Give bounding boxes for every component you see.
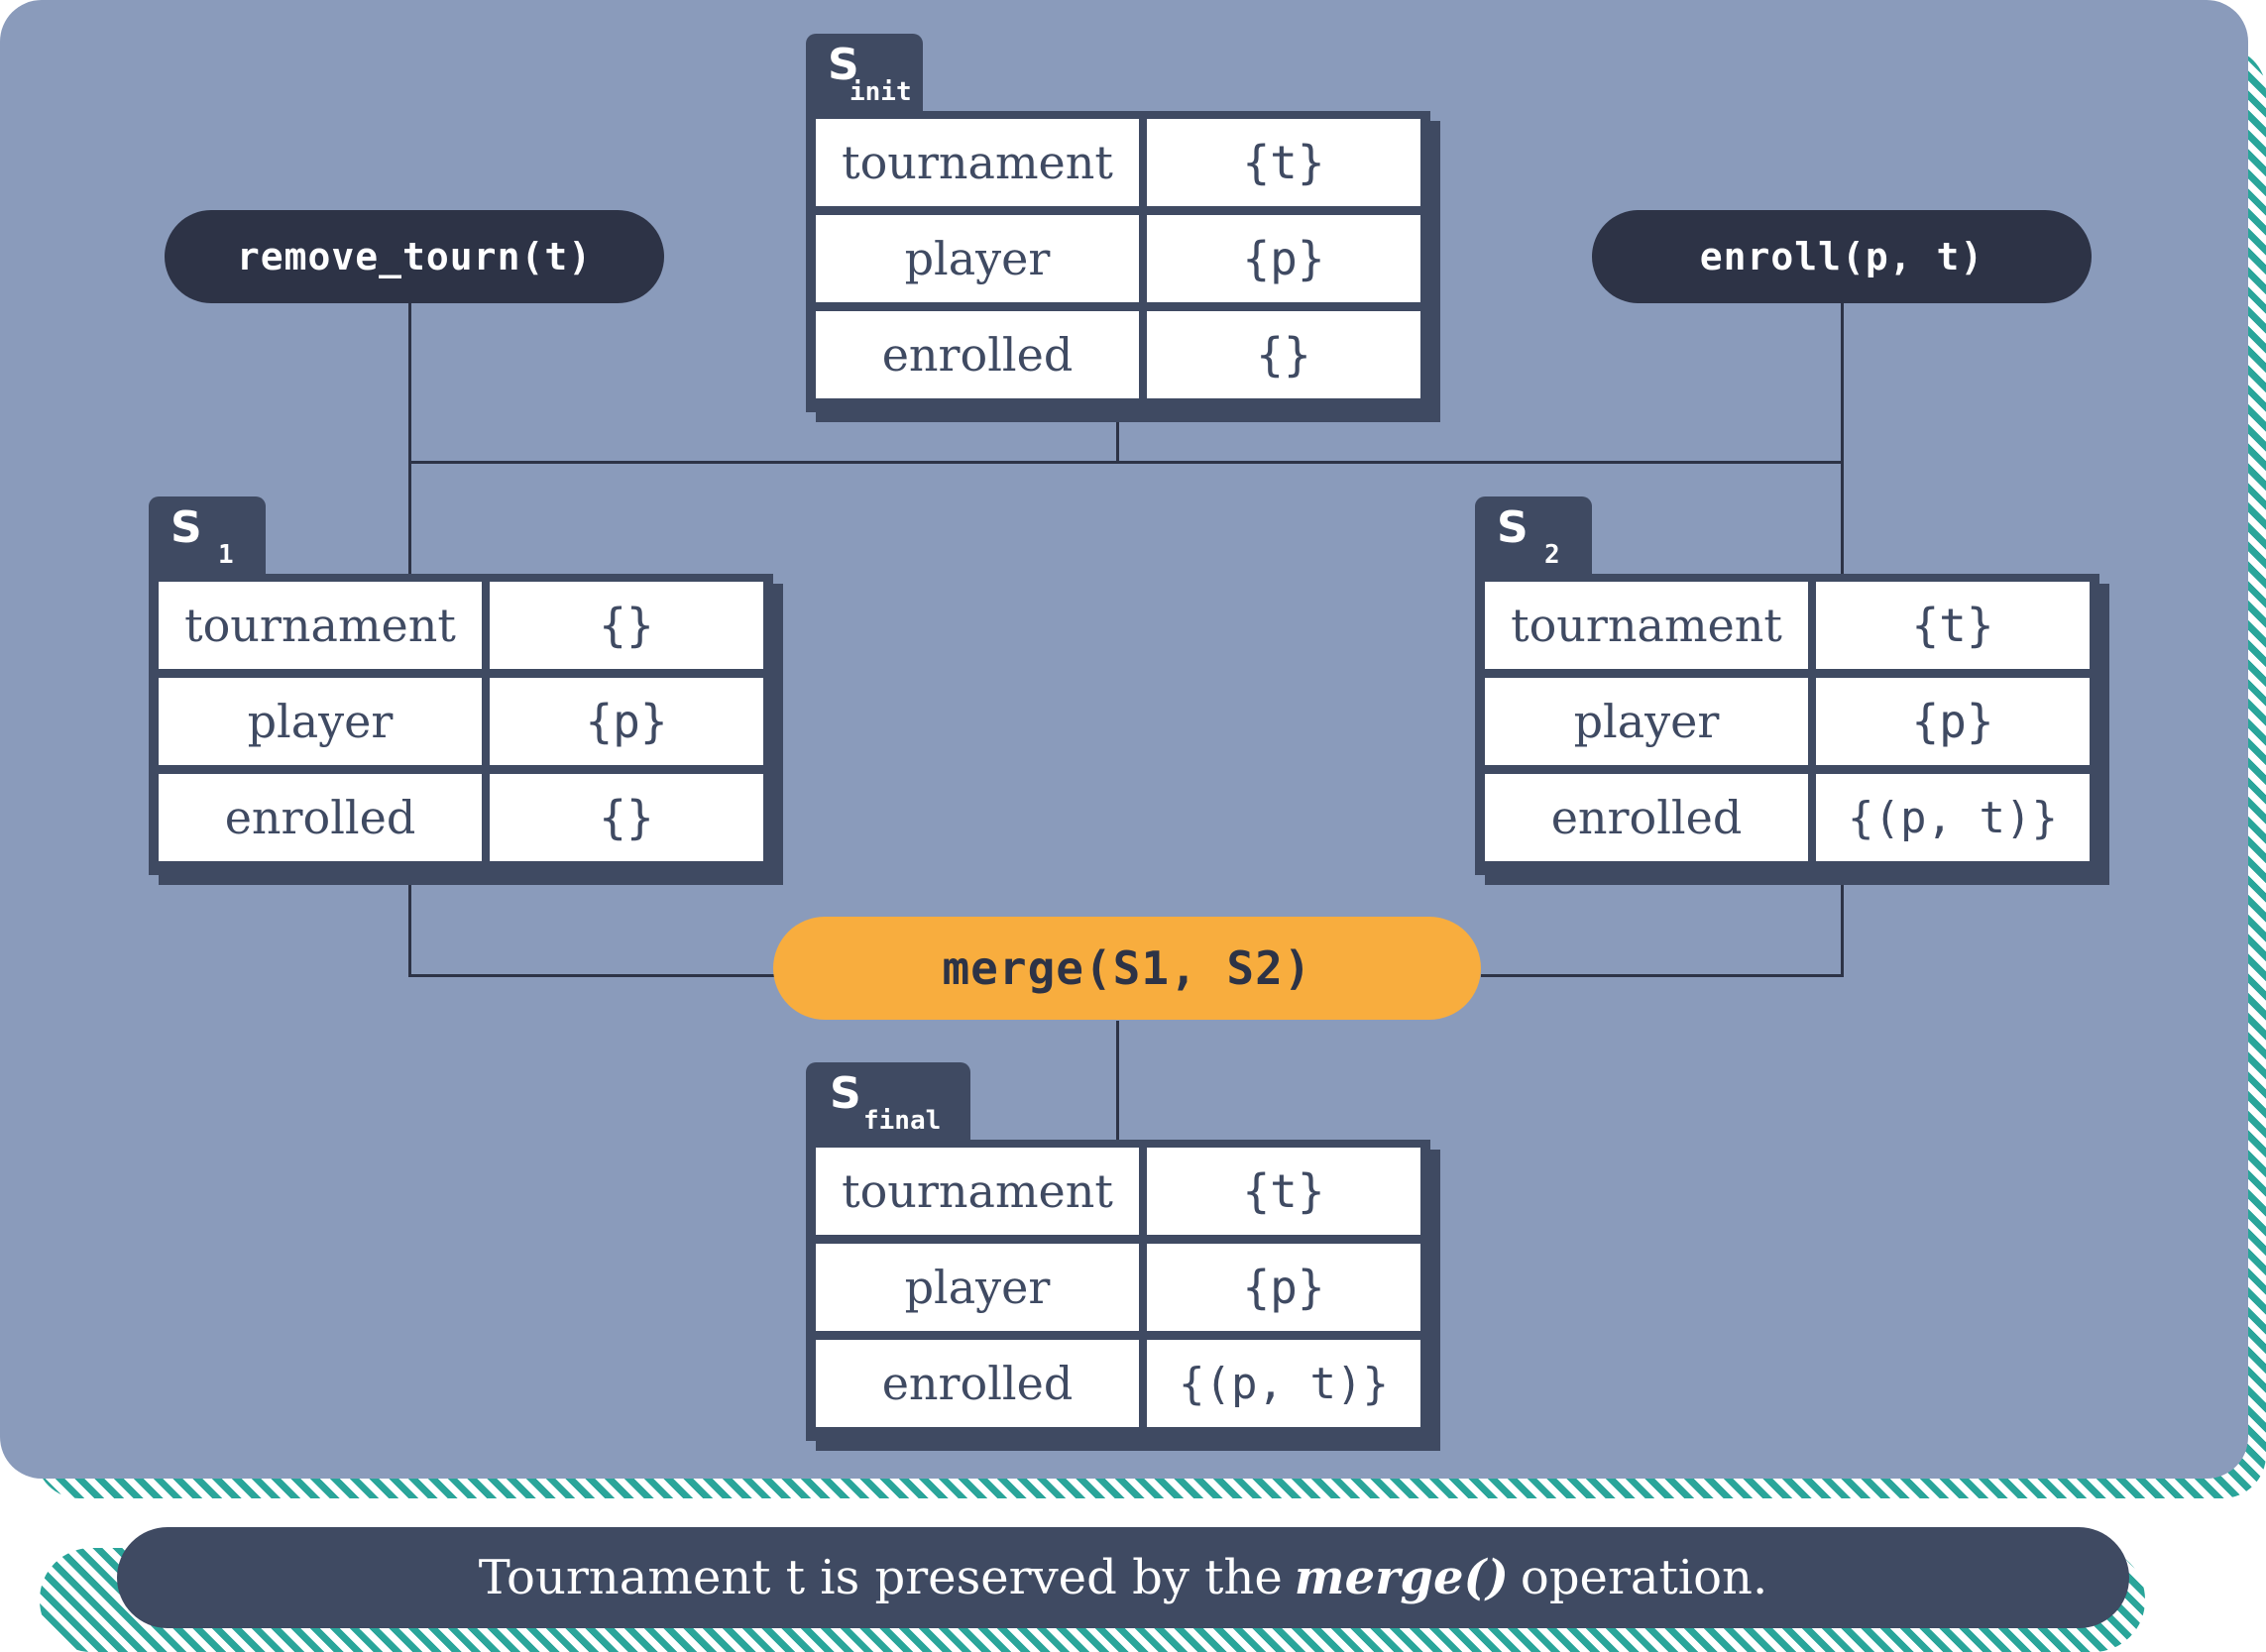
value-cell: {} <box>490 774 763 861</box>
key-cell: player <box>1485 678 1808 765</box>
key-cell: player <box>816 1244 1139 1331</box>
value-cell: {p} <box>1147 215 1420 302</box>
state-init-letter: S <box>828 40 859 90</box>
connector-s2-down <box>1841 880 1844 975</box>
value-cell: {(p, t)} <box>1147 1340 1420 1427</box>
state-init: S init tournament {t} player {p} enrolle… <box>806 34 1440 422</box>
state-s2-subscript: 2 <box>1544 540 1560 570</box>
key-cell: player <box>816 215 1139 302</box>
state-s1-label: S 1 <box>149 496 266 580</box>
remove-tourn-operation: remove_tourn(t) <box>165 210 664 303</box>
connector-enroll-down <box>1841 302 1844 576</box>
value-cell: {(p, t)} <box>1816 774 2090 861</box>
key-cell: enrolled <box>816 1340 1139 1427</box>
state-init-table: tournament {t} player {p} enrolled {} <box>806 111 1430 412</box>
value-cell: {} <box>1147 311 1420 398</box>
state-final: S final tournament {t} player {p} enroll… <box>806 1062 1440 1451</box>
connector-s1-merge <box>408 974 777 977</box>
key-cell: enrolled <box>1485 774 1808 861</box>
connector-init-down <box>1116 416 1119 462</box>
key-cell: enrolled <box>816 311 1139 398</box>
connector-s1-down <box>408 880 411 975</box>
caption-emphasis: merge() <box>1294 1550 1509 1605</box>
value-cell: {} <box>490 582 763 669</box>
merge-operation: merge(S1, S2) <box>773 917 1481 1020</box>
state-final-letter: S <box>830 1068 861 1119</box>
state-s2-table: tournament {t} player {p} enrolled {(p, … <box>1475 574 2099 875</box>
state-s1-letter: S <box>170 502 202 553</box>
value-cell: {p} <box>1816 678 2090 765</box>
key-cell: tournament <box>816 119 1139 206</box>
connector-remove-down <box>408 302 411 576</box>
key-cell: tournament <box>1485 582 1808 669</box>
caption-text-after: operation. <box>1520 1550 1768 1605</box>
value-cell: {p} <box>1147 1244 1420 1331</box>
value-cell: {t} <box>1816 582 2090 669</box>
state-final-subscript: final <box>863 1106 942 1136</box>
connector-horizontal-top <box>408 461 1844 464</box>
state-s2: S 2 tournament {t} player {p} enrolled {… <box>1475 496 2109 885</box>
state-final-table: tournament {t} player {p} enrolled {(p, … <box>806 1140 1430 1441</box>
enroll-operation: enroll(p, t) <box>1592 210 2092 303</box>
value-cell: {p} <box>490 678 763 765</box>
caption: Tournament t is preserved by the merge()… <box>117 1527 2129 1628</box>
state-init-label: S init <box>806 34 923 117</box>
state-s2-letter: S <box>1497 502 1529 553</box>
state-init-subscript: init <box>850 77 912 107</box>
value-cell: {t} <box>1147 1148 1420 1235</box>
connector-merge-final <box>1116 1021 1119 1140</box>
key-cell: enrolled <box>159 774 482 861</box>
caption-text-before: Tournament t is preserved by the <box>478 1550 1283 1605</box>
key-cell: tournament <box>159 582 482 669</box>
state-s1: S 1 tournament {} player {p} enrolled {} <box>149 496 783 885</box>
state-final-label: S final <box>806 1062 970 1146</box>
key-cell: tournament <box>816 1148 1139 1235</box>
state-s1-subscript: 1 <box>218 540 234 570</box>
state-s2-label: S 2 <box>1475 496 1592 580</box>
connector-s2-merge <box>1481 974 1844 977</box>
value-cell: {t} <box>1147 119 1420 206</box>
key-cell: player <box>159 678 482 765</box>
state-s1-table: tournament {} player {p} enrolled {} <box>149 574 773 875</box>
